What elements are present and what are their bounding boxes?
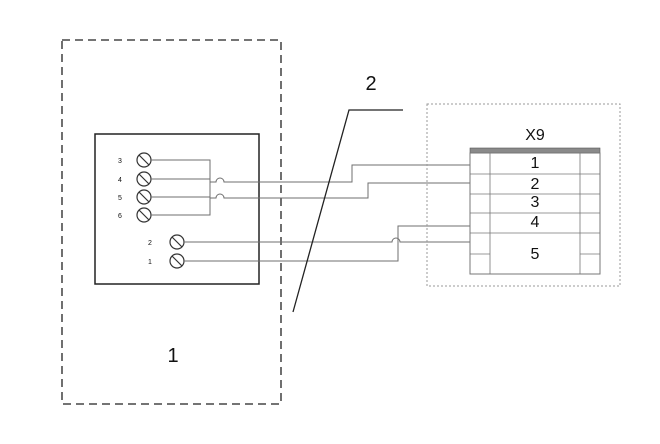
connector-terminal-label: 1 <box>531 155 540 172</box>
device-terminal-label: 5 <box>118 195 122 202</box>
connector-terminal-label: 4 <box>531 214 540 231</box>
device-terminal-label: 3 <box>118 158 122 165</box>
device-terminal-block <box>94 133 260 285</box>
wire-to-x9-1 <box>210 164 470 183</box>
connector-terminal-label: 5 <box>531 246 540 263</box>
screw-icon <box>136 207 152 223</box>
cable-label: 2 <box>365 73 376 95</box>
screw-icon <box>136 189 152 205</box>
screw-icon <box>136 171 152 187</box>
device-enclosure <box>61 39 282 405</box>
screw-icon <box>136 152 152 168</box>
connector-terminal-label: 2 <box>531 176 540 193</box>
device-terminal-label: 4 <box>118 177 122 184</box>
wire-to-x9-4 <box>184 237 470 243</box>
connector-row-dividers <box>470 153 600 274</box>
cable-leader-line <box>292 109 403 313</box>
connector-terminal-label: 3 <box>531 194 540 211</box>
device-terminal-label: 2 <box>148 240 152 247</box>
connector-body <box>469 152 601 275</box>
screw-icon <box>169 253 185 269</box>
connector-title: X9 <box>525 127 545 144</box>
bridge-wire <box>151 159 211 216</box>
device-terminal-label: 1 <box>148 259 152 266</box>
wire-to-x9-2 <box>210 182 470 199</box>
connector-top-bar <box>469 147 601 154</box>
device-terminal-label: 6 <box>118 213 122 220</box>
device-label: 1 <box>167 345 178 367</box>
wire-to-x9-5 <box>184 225 470 262</box>
screw-icon <box>169 234 185 250</box>
connector-enclosure <box>426 103 621 287</box>
